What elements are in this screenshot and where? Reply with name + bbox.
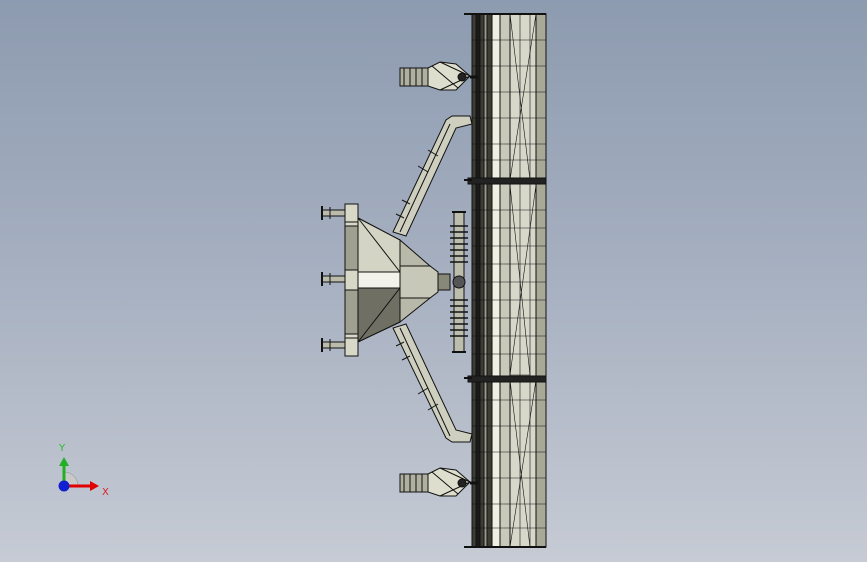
bottom-wheel-bracket[interactable] bbox=[399, 467, 478, 497]
y-axis-label: Y bbox=[59, 443, 66, 454]
lower-arm[interactable] bbox=[392, 323, 473, 443]
roller-drum[interactable] bbox=[464, 13, 547, 548]
hitch-pins[interactable] bbox=[321, 206, 346, 352]
top-wheel-bracket[interactable] bbox=[399, 61, 478, 91]
hitch-frame[interactable] bbox=[344, 203, 432, 357]
central-gearbox[interactable] bbox=[399, 211, 468, 353]
upper-arm[interactable] bbox=[392, 115, 473, 237]
z-axis-dot bbox=[58, 480, 70, 492]
x-axis-label: X bbox=[102, 487, 109, 498]
axis-triad bbox=[58, 457, 99, 492]
